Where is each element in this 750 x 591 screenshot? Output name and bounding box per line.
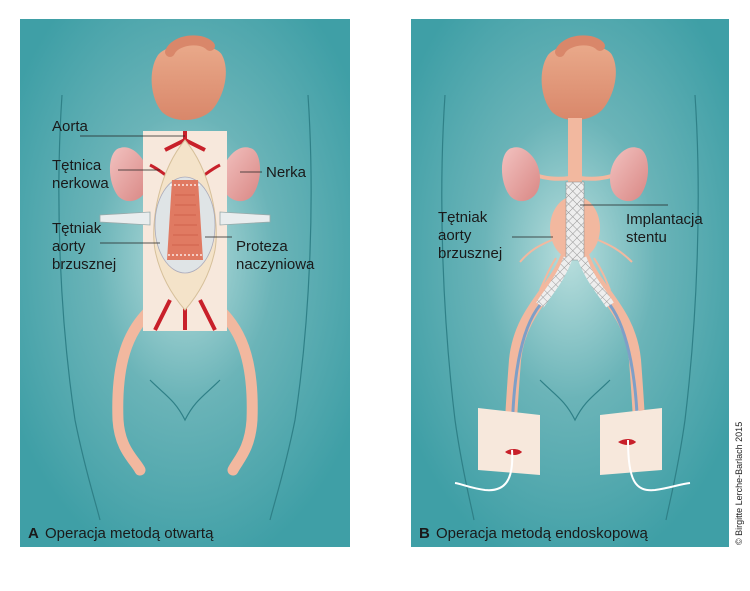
- copyright-notice: © Birgitte Lerche-Barlach 2015: [734, 422, 744, 545]
- label-stent-line2: stentu: [626, 229, 667, 246]
- kidney-right-a: [222, 147, 261, 202]
- heart-b: [541, 44, 616, 121]
- body-outline-right: [269, 94, 312, 521]
- side-branches-b: [519, 239, 633, 291]
- label-aneurysm-b-line3: brzusznej: [438, 245, 502, 262]
- skin-patch-left: [478, 408, 540, 475]
- incision-left-b: [505, 449, 522, 455]
- stent-graft-leg-left: [536, 256, 573, 308]
- kidney-left-a: [109, 147, 148, 202]
- label-stent-line1: Implantacja: [626, 211, 703, 228]
- guide-wire-left: [454, 449, 514, 492]
- body-outline-left-b: [441, 94, 475, 521]
- stent-graft-body: [565, 181, 585, 261]
- label-aneurysm-b-line2: aorty: [438, 227, 472, 244]
- label-prosthesis-line1: Proteza: [236, 238, 288, 255]
- body-outline-left: [58, 94, 101, 521]
- prosthesis-ribs: [172, 194, 199, 246]
- label-aneurysm-line2: aorty: [52, 238, 86, 255]
- label-aneurysm-line3: brzusznej: [52, 256, 116, 273]
- groin-line-b: [539, 379, 611, 422]
- kidney-right-b: [610, 147, 649, 202]
- label-kidney: Nerka: [266, 164, 307, 181]
- kidney-left-b: [501, 147, 540, 202]
- label-aorta: Aorta: [52, 118, 89, 135]
- prosthesis-stitches: [168, 184, 202, 256]
- guide-wire-right: [627, 439, 691, 492]
- panel-b: Tętniak aorty brzusznej Implantacja sten…: [411, 19, 729, 547]
- caption-b-letter: B: [419, 525, 430, 542]
- label-renal-artery-line1: Tętnica: [52, 157, 102, 174]
- groin-line: [149, 379, 221, 422]
- caption-b-text: Operacja metodą endoskopową: [436, 525, 648, 542]
- heart: [151, 44, 226, 121]
- stent-graft-leg-right: [577, 256, 614, 308]
- label-aneurysm-line1: Tętniak: [52, 220, 102, 237]
- clamp-right: [219, 211, 271, 226]
- body-outline-right-b: [665, 94, 699, 521]
- label-aneurysm-b-line1: Tętniak: [438, 209, 488, 226]
- incision-right-b: [618, 439, 636, 445]
- caption-a-text: Operacja metodą otwartą: [45, 525, 214, 542]
- clamp-left: [99, 211, 151, 226]
- panel-a: Aorta Tętnica nerkowa Nerka Tętniak aort…: [20, 19, 350, 547]
- heart-top-b: [555, 35, 605, 57]
- vascular-prosthesis: [167, 180, 203, 260]
- label-prosthesis-line2: naczyniowa: [236, 256, 315, 273]
- label-renal-artery-line2: nerkowa: [52, 175, 109, 192]
- caption-a-letter: A: [28, 525, 39, 542]
- heart-top: [165, 35, 215, 57]
- aorta-b: [568, 118, 582, 188]
